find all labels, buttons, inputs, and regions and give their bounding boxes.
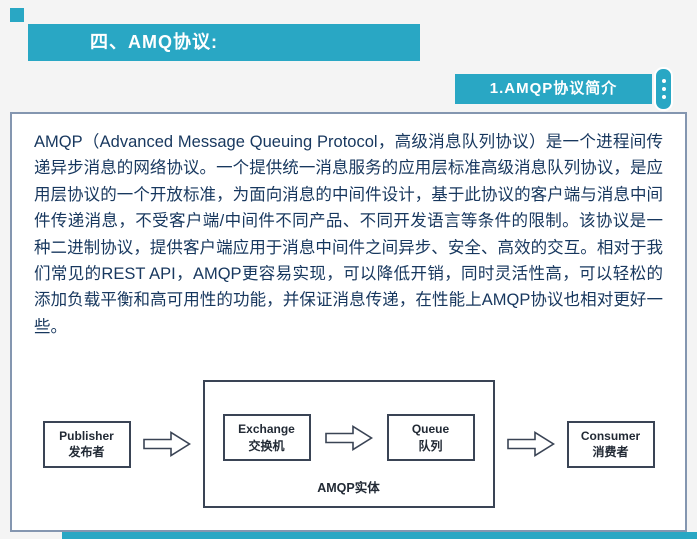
menu-dot	[661, 87, 666, 91]
kebab-menu-icon[interactable]	[654, 67, 673, 111]
diagram-node-queue: Queue 队列	[386, 414, 475, 461]
amqp-flow-diagram: Publisher 发布者 Exchange 交换机 Queue	[12, 380, 685, 508]
diagram-node-exchange: Exchange 交换机	[222, 414, 311, 461]
diagram-node-publisher: Publisher 发布者	[42, 420, 131, 468]
node-label-en: Exchange	[238, 422, 295, 437]
section-heading: 1.AMQP协议简介	[455, 74, 652, 104]
menu-dot	[661, 79, 666, 83]
node-label-zh: 队列	[418, 438, 443, 453]
node-label-zh: 交换机	[248, 438, 285, 453]
content-panel: AMQP（Advanced Message Queuing Protocol，高…	[10, 112, 687, 532]
amqp-entity-group: Exchange 交换机 Queue 队列 AMQP实体	[202, 380, 495, 508]
amqp-entity-row: Exchange 交换机 Queue 队列	[222, 414, 475, 461]
page-title: 四、AMQ协议:	[28, 24, 420, 61]
node-label-zh: 消费者	[592, 445, 629, 459]
node-label-en: Publisher	[59, 428, 114, 443]
bottom-accent-strip	[62, 532, 697, 539]
amqp-description-paragraph: AMQP（Advanced Message Queuing Protocol，高…	[34, 133, 663, 336]
diagram-node-consumer: Consumer 消费者	[566, 420, 655, 468]
amqp-entity-label: AMQP实体	[317, 481, 380, 495]
menu-dot	[661, 95, 666, 99]
corner-accent-square	[10, 8, 24, 22]
flow-arrow-icon	[324, 424, 373, 451]
node-label-en: Queue	[411, 422, 450, 437]
node-label-en: Consumer	[580, 428, 641, 443]
flow-arrow-icon	[142, 431, 191, 457]
flow-arrow-icon	[506, 431, 555, 457]
node-label-zh: 发布者	[68, 445, 105, 459]
